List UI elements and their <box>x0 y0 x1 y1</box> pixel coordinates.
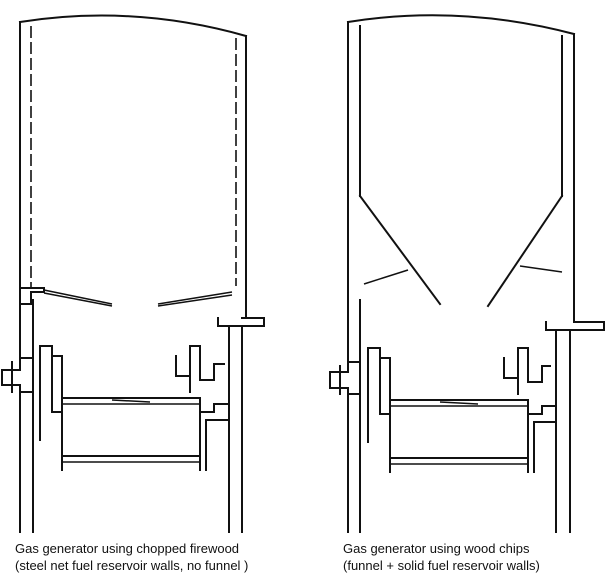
generator-left <box>1 14 265 533</box>
right-funnel-brace-right <box>519 265 563 273</box>
right-hearth-left <box>367 347 391 443</box>
left-slope-left <box>43 289 113 305</box>
right-funnel-right <box>486 194 564 308</box>
left-grate-mark <box>111 399 151 403</box>
left-hearth-left <box>39 345 63 441</box>
left-gas-channel <box>199 403 230 471</box>
right-air-inlet <box>329 361 361 395</box>
caption-right: Gas generator using wood chips (funnel +… <box>343 540 540 574</box>
caption-left-line2: (steel net fuel reservoir walls, no funn… <box>15 558 249 573</box>
right-outlet-pipe <box>545 321 605 331</box>
left-slope-left-2 <box>43 292 113 307</box>
right-gas-channel <box>527 405 557 473</box>
left-hearth-right <box>175 345 225 393</box>
right-hearth-right <box>503 347 551 395</box>
right-funnel-brace-left <box>363 269 409 285</box>
left-slope-right-2 <box>157 294 233 307</box>
left-grate-walls <box>61 397 201 471</box>
caption-left: Gas generator using chopped firewood (st… <box>15 540 248 574</box>
caption-left-line1: Gas generator using chopped firewood <box>15 541 240 556</box>
left-bracket <box>19 287 45 305</box>
caption-right-line1: Gas generator using wood chips <box>343 541 530 556</box>
left-slope-right <box>157 291 233 305</box>
caption-right-line2: (funnel + solid fuel reservoir walls) <box>343 558 540 573</box>
left-reservoir-top <box>18 14 248 38</box>
generator-right <box>329 14 605 533</box>
left-outlet-pipe <box>217 317 265 327</box>
right-grate-mark <box>439 401 479 405</box>
right-grate-walls <box>389 399 529 473</box>
right-funnel-left <box>358 194 442 306</box>
right-reservoir-top <box>346 14 576 36</box>
left-air-inlet <box>1 357 34 393</box>
